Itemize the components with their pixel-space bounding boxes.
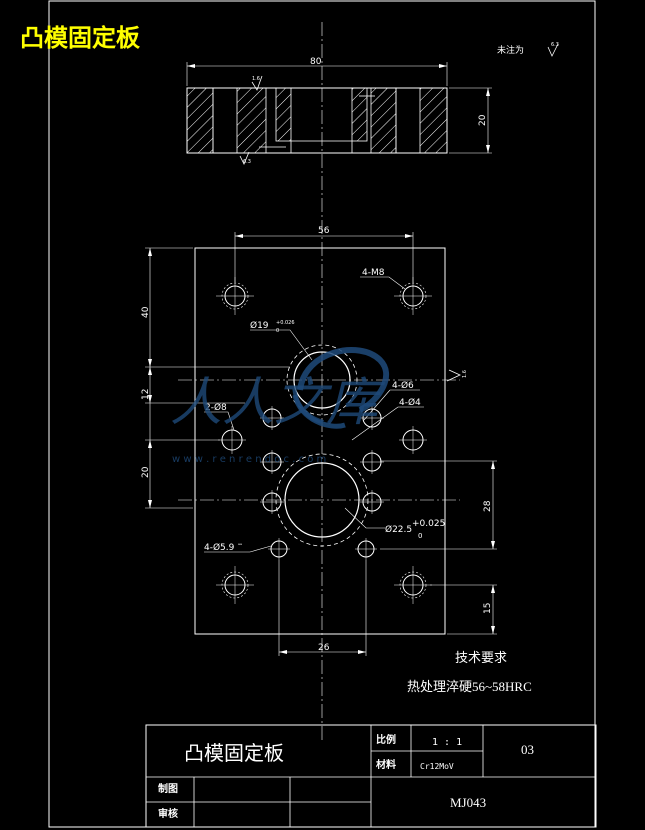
title-block-material-label: 材料 <box>376 758 396 771</box>
note-4-phi59-suffix: ᵃᵃ <box>238 543 242 549</box>
right-dimension-chain <box>380 460 497 635</box>
roughness-bottom-value: 6.3 <box>243 159 251 165</box>
dimension-26-value: 26 <box>318 643 330 653</box>
unmarked-roughness-label: 未注为 <box>497 44 524 56</box>
note-phi19: Ø19 <box>250 320 269 331</box>
note-4-m8: 4-M8 <box>362 268 385 278</box>
small-hole <box>268 538 290 560</box>
dimension-20-value: 20 <box>141 466 151 478</box>
title-block-checked-label: 审核 <box>158 807 178 820</box>
small-hole <box>260 490 284 514</box>
small-hole <box>355 538 377 560</box>
small-hole <box>260 406 284 430</box>
note-phi19-tol-upper: +0.026 <box>276 320 295 326</box>
leader-lines <box>204 276 424 553</box>
dimension-56 <box>234 232 414 282</box>
tech-req-heading: 技术要求 <box>455 651 507 666</box>
watermark-text: 人人文库 <box>170 373 386 433</box>
dimension-56-value: 56 <box>318 226 330 236</box>
note-phi22-tol-lower: 0 <box>418 532 422 540</box>
note-4-phi4: 4-Ø4 <box>399 397 421 408</box>
section-height-dimension <box>449 87 492 154</box>
roughness-top-value: 1.6 <box>252 76 260 82</box>
dimension-12-value: 12 <box>141 389 151 400</box>
note-phi19-tol-lower: 0 <box>276 328 279 334</box>
watermark-url: w w w . r e n r e n d o c . c o m <box>172 454 326 465</box>
drawing-header-title: 凸模固定板 <box>20 24 141 52</box>
title-block <box>145 724 597 828</box>
note-2-phi8: 2-Ø8 <box>205 402 227 413</box>
tech-req-line1: 热处理淬硬56~58HRC <box>407 679 532 694</box>
plan-view-outline <box>194 247 446 635</box>
m8-hole <box>394 566 432 604</box>
small-hole <box>260 450 284 474</box>
roughness-symbol-icon <box>547 43 559 57</box>
upper-punch-hole <box>286 344 358 416</box>
watermark-logo-icon <box>292 347 389 429</box>
title-block-drawn-label: 制图 <box>158 782 178 795</box>
roughness-right-value: 1.6 <box>462 370 468 378</box>
unmarked-roughness-value: 6.3 <box>551 42 559 48</box>
roughness-right-icon <box>446 369 461 382</box>
section-height-value: 20 <box>478 114 488 126</box>
dowel-pin-hole <box>399 426 427 454</box>
roughness-bottom-icon <box>239 151 250 165</box>
note-phi22: Ø22.5 <box>385 524 412 535</box>
section-width-value: 80 <box>310 57 322 67</box>
left-dimension-chain <box>145 247 290 509</box>
title-block-sheet-no: 03 <box>521 742 534 757</box>
title-block-material-value: Cr12MoV <box>420 762 454 771</box>
lower-punch-hole <box>275 453 369 547</box>
title-block-part-name: 凸模固定板 <box>184 741 284 765</box>
m8-hole <box>394 277 432 315</box>
dimension-40-value: 40 <box>141 306 151 318</box>
note-4-phi59: 4-Ø5.9 <box>204 542 235 553</box>
m8-hole <box>216 277 254 315</box>
roughness-top-icon <box>251 75 263 91</box>
title-block-drawing-no: MJ043 <box>450 795 486 810</box>
title-block-scale-value: 1 : 1 <box>432 737 462 748</box>
dimension-26 <box>278 560 367 656</box>
dimension-15-value: 15 <box>483 603 493 614</box>
title-block-scale-label: 比例 <box>376 733 396 746</box>
dimension-28-value: 28 <box>483 500 493 512</box>
dowel-pin-hole <box>218 426 246 454</box>
note-4-phi6: 4-Ø6 <box>392 380 414 391</box>
note-phi22-tol-upper: +0.025 <box>412 519 445 529</box>
section-view <box>186 87 448 154</box>
m8-hole <box>216 566 254 604</box>
section-width-dimension <box>186 62 448 86</box>
small-hole <box>360 450 384 474</box>
small-hole <box>360 490 384 514</box>
